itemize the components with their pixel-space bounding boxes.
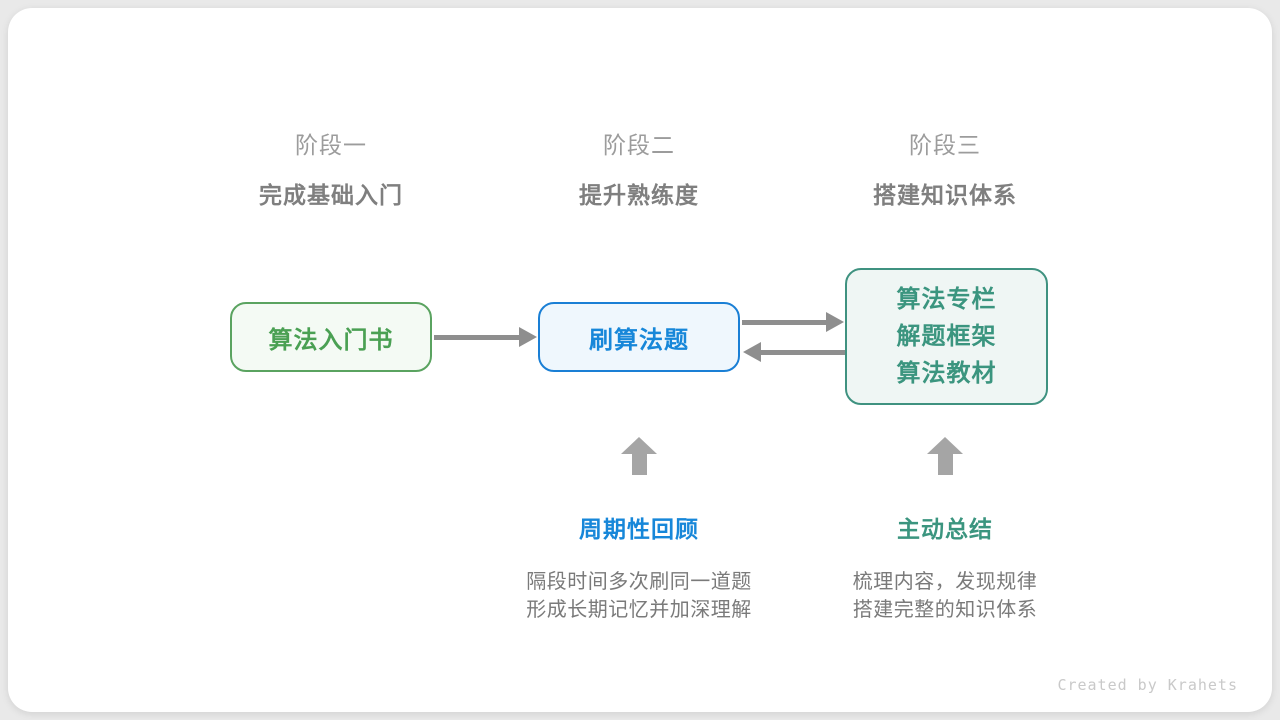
arrow-line (742, 319, 830, 325)
node-intro-book-label: 算法入门书 (268, 326, 394, 354)
arrow-head (826, 312, 844, 332)
arrow-line (937, 454, 953, 475)
annotation-active-summary: 主动总结 梳理内容，发现规律 搭建完整的知识体系 (785, 510, 1105, 624)
stage-1-header: 阶段一 完成基础入门 (181, 126, 481, 210)
node-practice-label: 刷算法题 (589, 326, 689, 354)
stage-2-subtitle: 提升熟练度 (579, 182, 699, 208)
node-resources-line-3: 算法教材 (896, 360, 997, 387)
annotation-description: 梳理内容，发现规律 搭建完整的知识体系 (785, 568, 1105, 624)
stage-3-header: 阶段三 搭建知识体系 (795, 126, 1095, 210)
arrow-up-icon (621, 437, 657, 475)
annotation-periodic-review: 周期性回顾 隔段时间多次刷同一道题 形成长期记忆并加深理解 (479, 510, 799, 624)
arrow-head (927, 437, 963, 454)
arrow-head (519, 327, 537, 347)
annotation-description: 隔段时间多次刷同一道题 形成长期记忆并加深理解 (479, 568, 799, 624)
arrow-head (743, 342, 761, 362)
arrow-right-icon (434, 327, 537, 347)
node-practice: 刷算法题 (538, 302, 740, 372)
node-resources: 算法专栏 解题框架 算法教材 (845, 268, 1048, 405)
annotation-desc-line-2: 形成长期记忆并加深理解 (526, 599, 752, 621)
arrow-left-icon (743, 342, 845, 362)
arrow-line (434, 334, 523, 340)
annotation-title: 主动总结 (897, 516, 993, 542)
credit-text: Created by Krahets (1057, 676, 1238, 694)
stage-3-subtitle: 搭建知识体系 (873, 182, 1017, 208)
arrow-line (631, 454, 647, 475)
stage-2-header: 阶段二 提升熟练度 (489, 126, 789, 210)
arrow-head (621, 437, 657, 454)
node-resources-line-2: 解题框架 (896, 323, 997, 350)
arrow-up-icon (927, 437, 963, 475)
stage-3-label: 阶段三 (909, 132, 981, 158)
node-resources-line-1: 算法专栏 (896, 286, 997, 313)
annotation-desc-line-2: 搭建完整的知识体系 (852, 599, 1038, 621)
annotation-title: 周期性回顾 (579, 516, 699, 542)
annotation-desc-line-1: 梳理内容，发现规律 (852, 571, 1038, 593)
stage-1-label: 阶段一 (295, 132, 367, 158)
stage-1-subtitle: 完成基础入门 (259, 182, 403, 208)
arrow-line (757, 349, 845, 355)
node-intro-book: 算法入门书 (230, 302, 432, 372)
annotation-desc-line-1: 隔段时间多次刷同一道题 (526, 571, 752, 593)
arrow-right-icon (742, 312, 844, 332)
stage-2-label: 阶段二 (603, 132, 675, 158)
